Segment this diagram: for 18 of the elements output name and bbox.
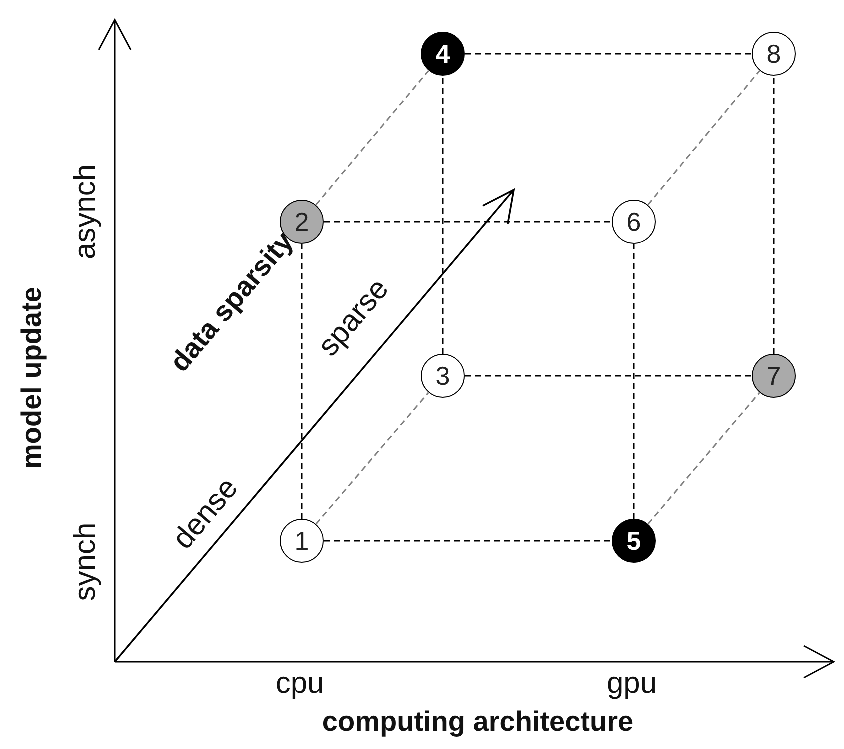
axis-value-label: synch xyxy=(71,522,101,602)
axis-value-label: asynch xyxy=(71,164,101,260)
axis-title: model update xyxy=(18,287,46,469)
connector-line xyxy=(465,53,752,55)
connector-line xyxy=(465,375,752,377)
connector-line xyxy=(633,244,635,519)
axis-value-label: cpu xyxy=(276,669,324,699)
connector-line xyxy=(316,392,430,525)
connector-line xyxy=(301,244,303,519)
axis-value-label: gpu xyxy=(606,669,658,699)
connector-line xyxy=(324,221,612,223)
connector-line xyxy=(648,392,760,525)
axis-title: computing architecture xyxy=(322,708,634,736)
connector-line xyxy=(442,76,444,354)
connector-line xyxy=(316,70,430,206)
connector-line xyxy=(324,540,612,542)
connector-line xyxy=(648,70,760,206)
connector-line xyxy=(773,76,775,354)
